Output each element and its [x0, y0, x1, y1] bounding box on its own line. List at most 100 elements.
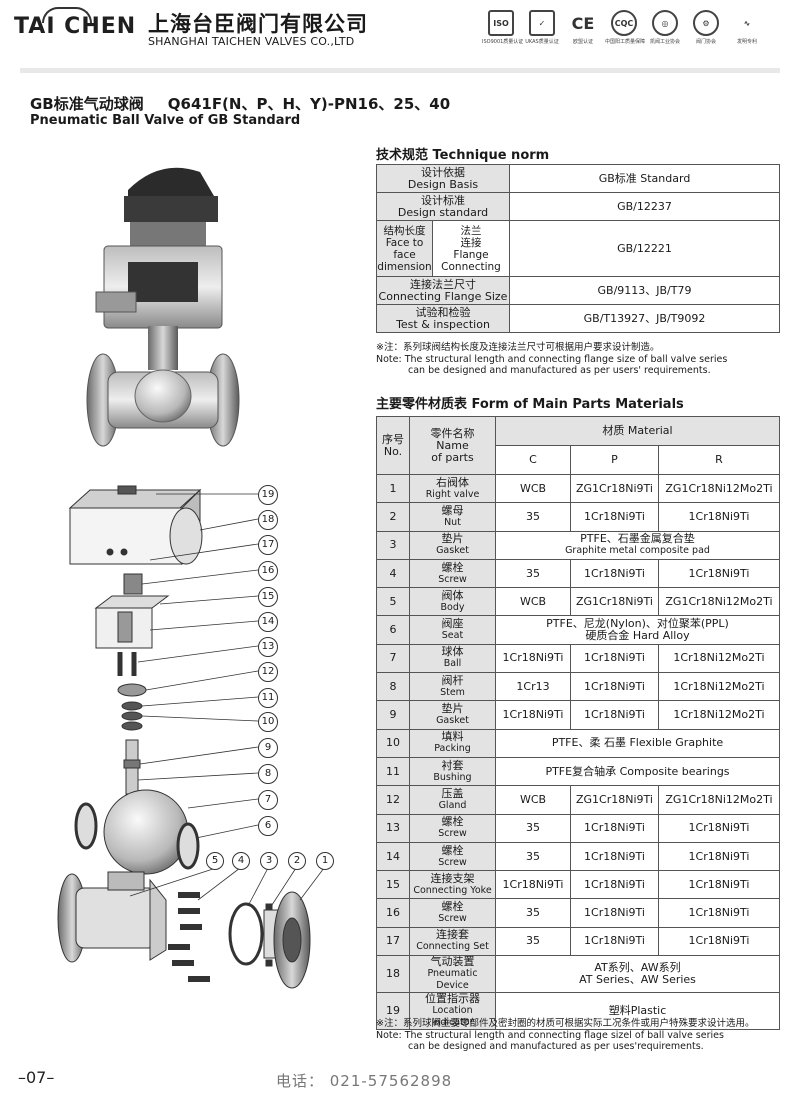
part-material-span: PTFE、柔 石墨 Flexible Graphite — [495, 728, 780, 758]
part-material-r: ZG1Cr18Ni12Mo2Ti — [658, 785, 780, 815]
row-value: GB/9113、JB/T79 — [509, 276, 780, 305]
part-material-r: ZG1Cr18Ni12Mo2Ti — [658, 587, 780, 617]
callout-2: 2 — [288, 852, 306, 870]
callout-15: 15 — [258, 587, 278, 607]
row-value: GB/12237 — [509, 192, 780, 221]
part-material-c: 35 — [495, 502, 571, 532]
part-material-c: 35 — [495, 558, 571, 589]
part-no: 17 — [376, 926, 410, 957]
part-material-p: ZG1Cr18Ni9Ti — [570, 587, 659, 617]
callout-leaders — [129, 493, 325, 909]
callout-9: 9 — [258, 738, 278, 758]
callout-12: 12 — [258, 662, 278, 682]
row-value: GB/T13927、JB/T9092 — [509, 304, 780, 333]
callout-8: 8 — [258, 764, 278, 784]
part-material-p: ZG1Cr18Ni9Ti — [570, 785, 659, 815]
part-material-p: 1Cr18Ni9Ti — [570, 841, 659, 872]
part-material-r: 1Cr18Ni12Mo2Ti — [658, 672, 780, 702]
company-name-en: SHANGHAI TAICHEN VALVES CO.,LTD — [148, 35, 355, 48]
part-no: 6 — [376, 615, 410, 645]
part-material-p: 1Cr18Ni9Ti — [570, 898, 659, 928]
part-no: 10 — [376, 728, 410, 758]
callout-19: 19 — [258, 485, 278, 505]
gear-icon: ⚙ — [693, 10, 719, 36]
patent-icon: ∿ — [743, 18, 751, 28]
callout-1: 1 — [316, 852, 334, 870]
part-material-r: 1Cr18Ni9Ti — [658, 870, 780, 900]
part-material-c: 1Cr18Ni9Ti — [495, 700, 571, 730]
part-no: 1 — [376, 473, 410, 504]
part-material-p: 1Cr18Ni9Ti — [570, 672, 659, 702]
callout-6: 6 — [258, 816, 278, 836]
callout-18: 18 — [258, 510, 278, 530]
part-material-c: WCB — [495, 785, 571, 815]
technique-norm-heading: 技术规范 Technique norm — [376, 148, 550, 163]
part-material-c: 35 — [495, 841, 571, 872]
valve-photo — [86, 167, 240, 447]
part-no: 13 — [376, 813, 410, 843]
part-material-p: 1Cr18Ni9Ti — [570, 870, 659, 900]
part-material-p: 1Cr18Ni9Ti — [570, 813, 659, 843]
callout-17: 17 — [258, 535, 278, 555]
part-no: 18 — [376, 955, 410, 994]
product-model: Q641F(N、P、H、Y)-PN16、25、40 — [167, 95, 451, 113]
parts-materials-heading: 主要零件材质表 Form of Main Parts Materials — [376, 397, 684, 412]
row-value: GB标准 Standard — [509, 164, 780, 193]
part-material-r: 1Cr18Ni12Mo2Ti — [658, 643, 780, 674]
table-header-row: C P R — [377, 445, 780, 475]
part-no: 9 — [376, 700, 410, 730]
part-no: 4 — [376, 558, 410, 589]
row-value: GB/12221 — [509, 220, 780, 277]
part-no: 8 — [376, 672, 410, 702]
callout-3: 3 — [260, 852, 278, 870]
cert-ukas: ✓UKAS质量认证 — [523, 10, 561, 45]
page-number: –07– — [18, 1068, 55, 1087]
part-material-span: PTFE复合轴承 Composite bearings — [495, 756, 780, 787]
part-material-r: 1Cr18Ni9Ti — [658, 558, 780, 589]
part-material-span: PTFE、尼龙(Nylon)、对位聚苯(PPL)硬质合金 Hard Alloy — [495, 615, 780, 645]
part-material-r: 1Cr18Ni9Ti — [658, 841, 780, 872]
valve-illustrations — [57, 167, 325, 989]
association-icon: ◎ — [652, 10, 678, 36]
